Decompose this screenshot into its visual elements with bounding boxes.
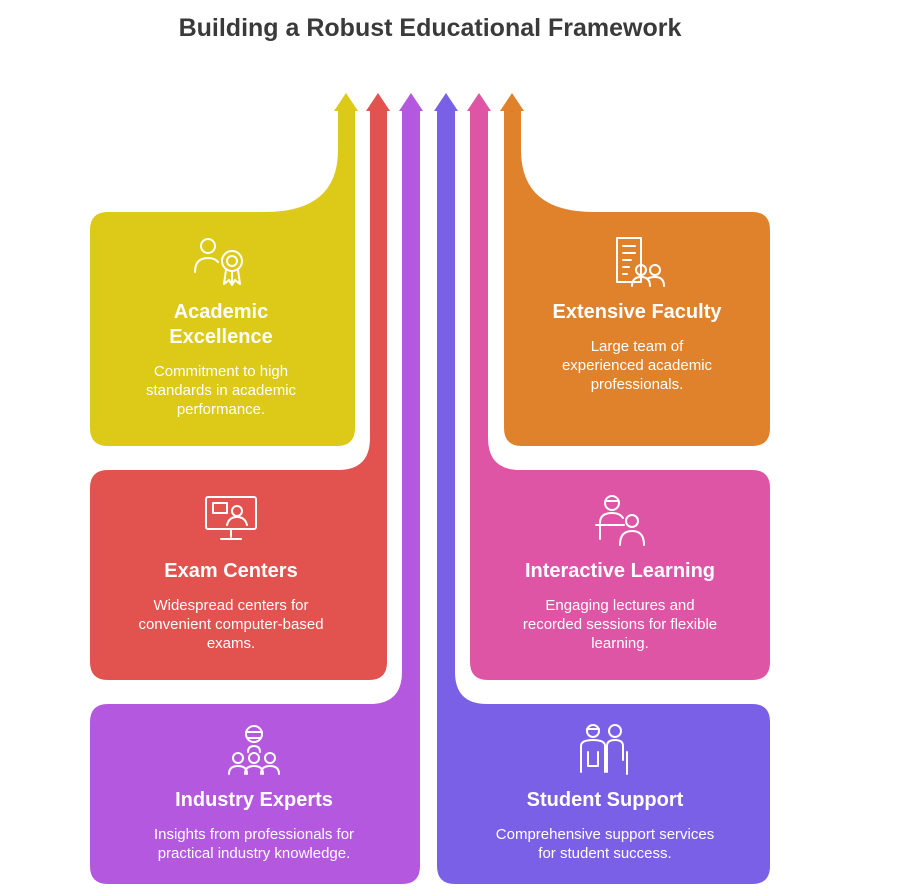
card-description-line: professionals. [590, 376, 684, 393]
card-description: Insights from professionals for practica… [154, 825, 354, 863]
arrow-shaft-exam-centers [370, 108, 387, 124]
card-description-line: Commitment to high [153, 363, 289, 380]
card-description-line: performance. [176, 401, 266, 418]
arrowhead-industry-experts [399, 93, 423, 111]
card-title-line: Interactive Learning [524, 560, 716, 582]
card-shape-student-support [437, 122, 770, 884]
card-title: Extensive Faculty [553, 300, 722, 325]
card-academic-excellence: Academic Excellence Commitment to high s… [90, 234, 352, 419]
card-interactive-learning: Interactive Learning Engaging lectures a… [470, 493, 770, 653]
arrowhead-academic-excellence [334, 93, 358, 111]
arrowhead-interactive-learning [467, 93, 491, 111]
card-title-line: Academic [173, 301, 269, 323]
computer-user-icon [201, 493, 261, 549]
expert-team-icon [224, 722, 284, 778]
card-title: Academic Excellence [169, 300, 272, 350]
card-title-line: Industry Experts [175, 789, 333, 811]
card-industry-experts: Industry Experts Insights from professio… [90, 722, 418, 863]
card-description: Commitment to high standards in academic… [146, 362, 296, 419]
card-description-line: Insights from professionals for [153, 826, 355, 843]
card-description-line: learning. [591, 635, 649, 652]
card-shape-exam-centers [90, 122, 387, 680]
card-description-line: convenient computer-based [138, 616, 324, 633]
card-title: Interactive Learning [525, 559, 715, 584]
card-description-line: exams. [206, 635, 256, 652]
card-title-line: Excellence [169, 326, 273, 348]
card-student-support: Student Support Comprehensive support se… [440, 722, 770, 863]
arrowhead-extensive-faculty [500, 93, 524, 111]
teacher-student-icon [590, 493, 650, 549]
arrow-shaft-academic-excellence [338, 108, 355, 124]
card-exam-centers: Exam Centers Widespread centers for conv… [90, 493, 372, 653]
diagram-title: Building a Robust Educational Framework [178, 14, 682, 42]
card-title-line: Student Support [526, 789, 684, 811]
document-group-icon [607, 234, 667, 290]
arrow-shaft-extensive-faculty [504, 108, 521, 124]
card-title-line: Extensive Faculty [552, 301, 722, 323]
card-description-line: recorded sessions for flexible [522, 616, 718, 633]
card-description-line: Comprehensive support services [495, 826, 715, 843]
arrow-shaft-student-support [437, 108, 455, 124]
card-description: Engaging lectures and recorded sessions … [523, 596, 717, 653]
card-description-line: experienced academic [561, 357, 713, 374]
card-title: Exam Centers [164, 559, 297, 584]
card-description: Comprehensive support services for stude… [496, 825, 714, 863]
card-description-line: for student success. [538, 845, 672, 862]
card-description: Large team of experienced academic profe… [562, 337, 712, 394]
arrow-shaft-industry-experts [402, 108, 420, 124]
card-description-line: Widespread centers for [153, 597, 309, 614]
card-extensive-faculty: Extensive Faculty Large team of experien… [504, 234, 770, 394]
card-description-line: Engaging lectures and [545, 597, 695, 614]
card-title: Student Support [527, 788, 684, 813]
card-description-line: standards in academic [145, 382, 297, 399]
card-description-line: Large team of [590, 338, 684, 355]
support-people-icon [575, 722, 635, 778]
card-shape-academic-excellence [90, 122, 355, 446]
arrowhead-student-support [434, 93, 458, 111]
card-title-line: Exam Centers [164, 560, 298, 582]
arrowhead-exam-centers [366, 93, 390, 111]
card-description-line: practical industry knowledge. [157, 845, 351, 862]
card-description: Widespread centers for convenient comput… [138, 596, 323, 653]
card-shape-interactive-learning [470, 122, 770, 680]
person-award-icon [191, 234, 251, 290]
arrow-shaft-interactive-learning [470, 108, 488, 124]
card-title: Industry Experts [175, 788, 333, 813]
card-shape-extensive-faculty [504, 122, 770, 446]
